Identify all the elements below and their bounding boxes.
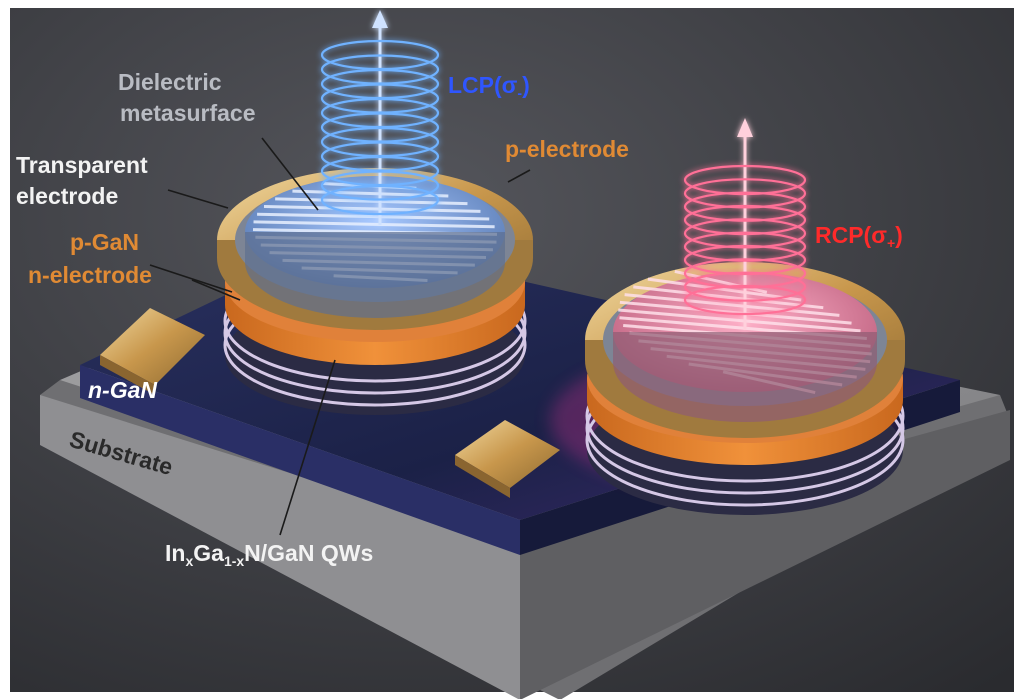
grating-line	[263, 205, 481, 213]
leader-lines	[149, 137, 531, 536]
grating-line	[618, 308, 861, 333]
helix-loop	[320, 170, 440, 201]
left-micro-led	[217, 168, 533, 415]
helix-loop	[683, 258, 807, 289]
rcp-beam	[683, 118, 807, 330]
grating-line	[257, 212, 490, 221]
helix-loop	[683, 271, 807, 302]
label-rcp: RCP(σ+)	[815, 222, 903, 251]
helix-loop	[683, 191, 807, 222]
label-p-electrode: p-electrode	[505, 136, 629, 162]
grating-line	[619, 300, 852, 325]
grating-line	[674, 269, 768, 294]
grating-line	[253, 220, 495, 229]
label-dielectric-1: Dielectric	[118, 69, 222, 95]
label-n-electrode: n-electrode	[28, 262, 152, 288]
label-qws: InxGa1-xN/GaN QWs	[165, 540, 373, 569]
grating-line	[633, 285, 824, 310]
grating-line	[647, 277, 802, 302]
n-electrode-pad-left	[100, 308, 205, 395]
lcp-beam	[320, 10, 440, 225]
grating-line	[624, 293, 840, 317]
helix-loop	[683, 231, 807, 262]
label-transparent-1: Transparent	[16, 152, 148, 178]
label-ngan: n-GaN	[88, 377, 157, 403]
helix-loop	[320, 184, 440, 216]
helix-loop	[683, 218, 807, 249]
helix-loop	[683, 164, 807, 196]
n-electrode-pad-right	[455, 420, 560, 498]
label-transparent-2: electrode	[16, 183, 118, 209]
label-dielectric-2: metasurface	[120, 100, 256, 126]
helix-loop	[683, 244, 807, 276]
grating-line	[275, 197, 468, 206]
right-micro-led	[585, 262, 905, 515]
helix-loop	[683, 204, 807, 236]
helix-loop	[683, 284, 807, 316]
label-pgan: p-GaN	[70, 229, 139, 255]
label-lcp: LCP(σ-)	[448, 72, 530, 101]
helix-loop	[683, 178, 807, 209]
